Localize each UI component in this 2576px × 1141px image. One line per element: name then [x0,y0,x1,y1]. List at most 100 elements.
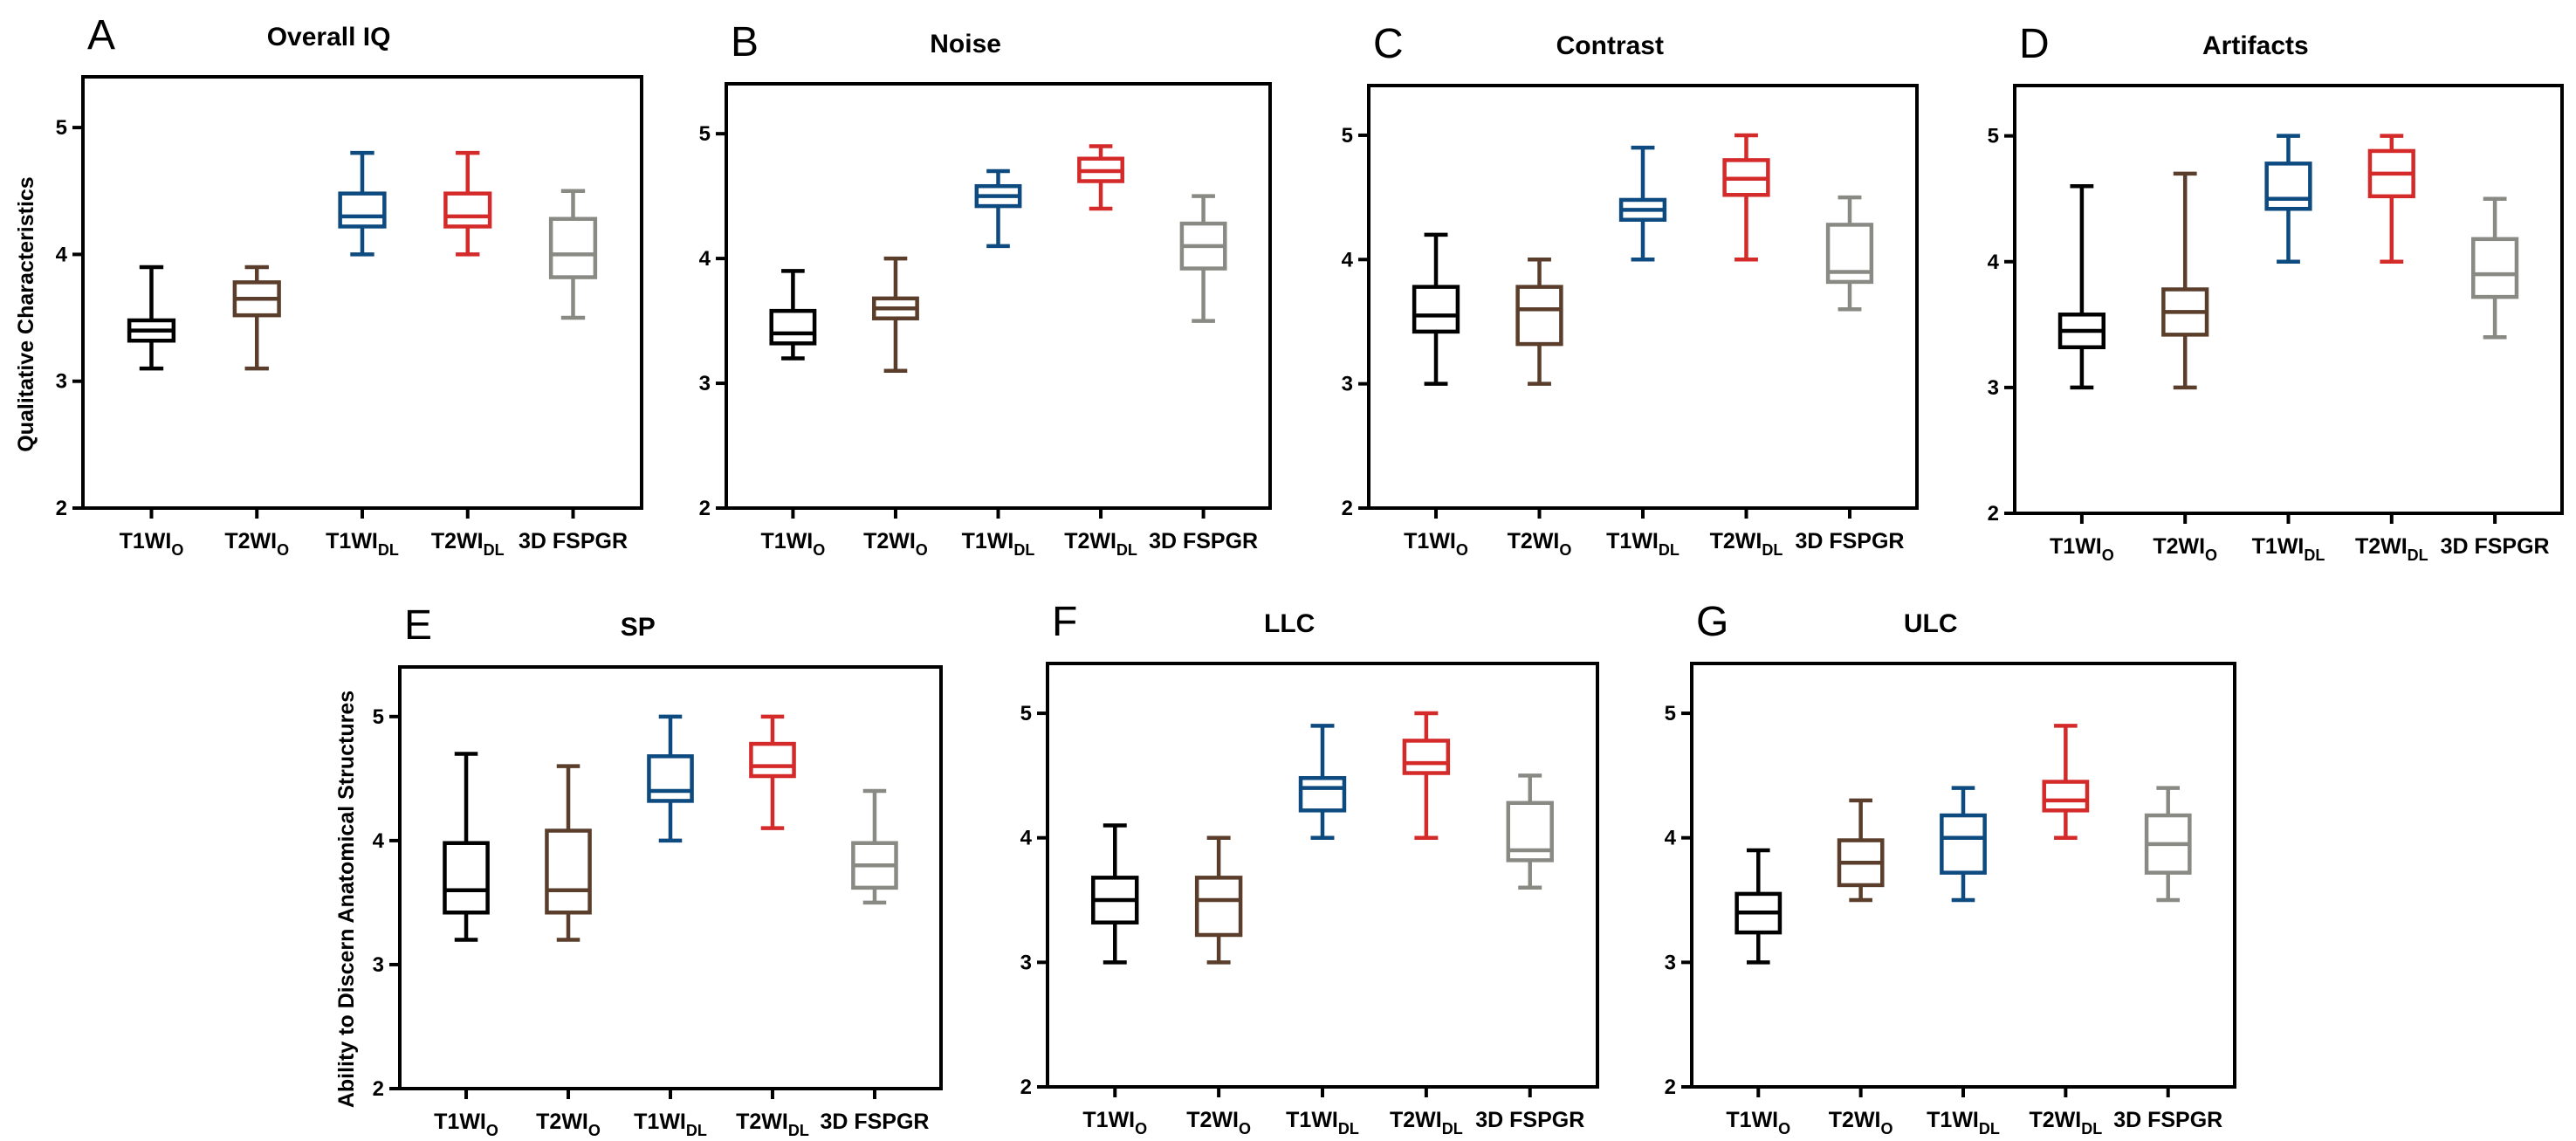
x-tick-label-base: T1WI [2050,534,2102,559]
box-4 [1077,144,1124,211]
y-tick-label: 5 [1988,125,1999,148]
box-1 [769,269,817,361]
x-tick-label: T2WIDL [1710,529,1783,559]
x-tick-label-subscript: DL [1979,1120,2000,1138]
y-tick-label: 2 [56,497,67,520]
y-tick-label: 3 [1665,951,1676,974]
box-5 [851,788,898,905]
box-4 [2042,724,2090,840]
box-3 [647,714,694,843]
x-tick-label-base: 3D FSPGR [1475,1108,1584,1132]
panel-letter: A [87,12,115,58]
x-tick-label: T1WIO [120,529,184,559]
panel-letter: E [404,602,432,649]
box-1 [443,752,490,942]
x-tick-label-base: T2WI [2029,1108,2081,1132]
x-tick-label-base: T1WI [326,529,378,553]
x-tick-label-subscript: O [1239,1120,1251,1138]
x-tick-label-base: T2WI [1508,529,1560,553]
box-3 [1940,786,1987,903]
box-2 [1194,835,1243,965]
box-3 [2264,134,2312,265]
x-tick-label-base: T2WI [863,529,916,553]
x-tick-label: T2WIDL [2029,1108,2102,1138]
box-2 [1515,258,1563,386]
y-tick-label: 4 [373,829,385,853]
x-tick-label-base: 3D FSPGR [820,1110,929,1134]
y-tick-label: 3 [699,372,711,395]
x-tick-label-subscript: DL [1338,1120,1359,1138]
y-tick-label: 4 [56,243,68,266]
y-tick-label: 3 [56,370,67,394]
box-3 [1298,724,1347,840]
x-tick-label: 3D FSPGR [519,529,628,553]
y-tick-label: 2 [1988,502,1999,526]
iqr-box [647,754,694,803]
iqr-box [2264,162,2312,211]
x-tick-label-base: 3D FSPGR [519,529,628,553]
x-tick-label: 3D FSPGR [2441,534,2550,559]
x-tick-label-base: 3D FSPGR [2113,1108,2222,1132]
box-4 [749,714,796,830]
x-tick-label: T1WIO [1404,529,1468,559]
x-tick-label-base: T1WI [434,1110,486,1134]
x-tick-label-subscript: DL [1762,541,1783,559]
y-tick-label: 5 [56,116,67,140]
x-tick-label: T1WIDL [634,1110,707,1139]
x-tick-label-base: T2WI [2153,534,2205,559]
y-tick-label: 2 [1665,1076,1676,1099]
x-tick-label: T1WIDL [1927,1108,2000,1138]
iqr-box [1940,813,1987,875]
iqr-box [1515,285,1563,347]
x-tick-label: T1WIO [434,1110,498,1139]
box-3 [1618,145,1667,262]
x-tick-label-base: T2WI [1829,1108,1881,1132]
x-tick-label-subscript: DL [2408,546,2428,564]
box-1 [2057,184,2105,390]
x-tick-label-base: T2WI [536,1110,588,1134]
x-tick-label-subscript: DL [2304,546,2325,564]
x-tick-label-base: 3D FSPGR [1795,529,1904,553]
box-2 [545,764,592,942]
iqr-box [1194,876,1243,938]
x-tick-label-base: T1WI [2252,534,2305,559]
box-3 [974,168,1022,249]
x-tick-label-base: 3D FSPGR [2441,534,2550,559]
x-tick-label: T1WIDL [962,529,1035,559]
box-2 [872,256,919,374]
x-tick-label: T2WIO [1508,529,1572,559]
y-tick-label: 2 [373,1077,384,1101]
x-tick-label-subscript: O [486,1122,498,1139]
y-tick-label: 5 [699,122,711,146]
plot-frame [725,82,1272,510]
x-tick-label-base: T2WI [1064,529,1116,553]
x-tick-label-base: T1WI [761,529,814,553]
x-tick-label: 3D FSPGR [820,1110,929,1134]
x-tick-label: T2WIDL [1390,1108,1463,1138]
x-tick-label-base: T2WI [431,529,484,553]
y-tick-label: 4 [1020,827,1033,850]
y-axis-label-row1: Qualitative Characteristics [14,176,38,451]
y-tick-label: 4 [1342,248,1354,272]
y-tick-label: 2 [699,497,711,520]
panel-title: Noise [930,30,1001,58]
iqr-box [443,841,490,915]
x-tick-label-base: T1WI [1726,1108,1778,1132]
box-5 [2144,786,2192,903]
iqr-box [769,308,817,346]
x-tick-label-subscript: O [1456,541,1468,559]
x-tick-label-subscript: O [2102,546,2114,564]
x-tick-label-base: T1WI [634,1110,686,1134]
x-tick-label-base: T1WI [1927,1108,1979,1132]
iqr-box [1412,285,1460,334]
x-tick-label-subscript: O [916,541,928,559]
x-tick-label: T1WIO [2050,534,2114,564]
iqr-box [548,217,598,279]
y-tick-label: 5 [1020,702,1032,725]
panel-title: Artifacts [2202,31,2309,60]
x-tick-label-subscript: DL [378,541,399,559]
